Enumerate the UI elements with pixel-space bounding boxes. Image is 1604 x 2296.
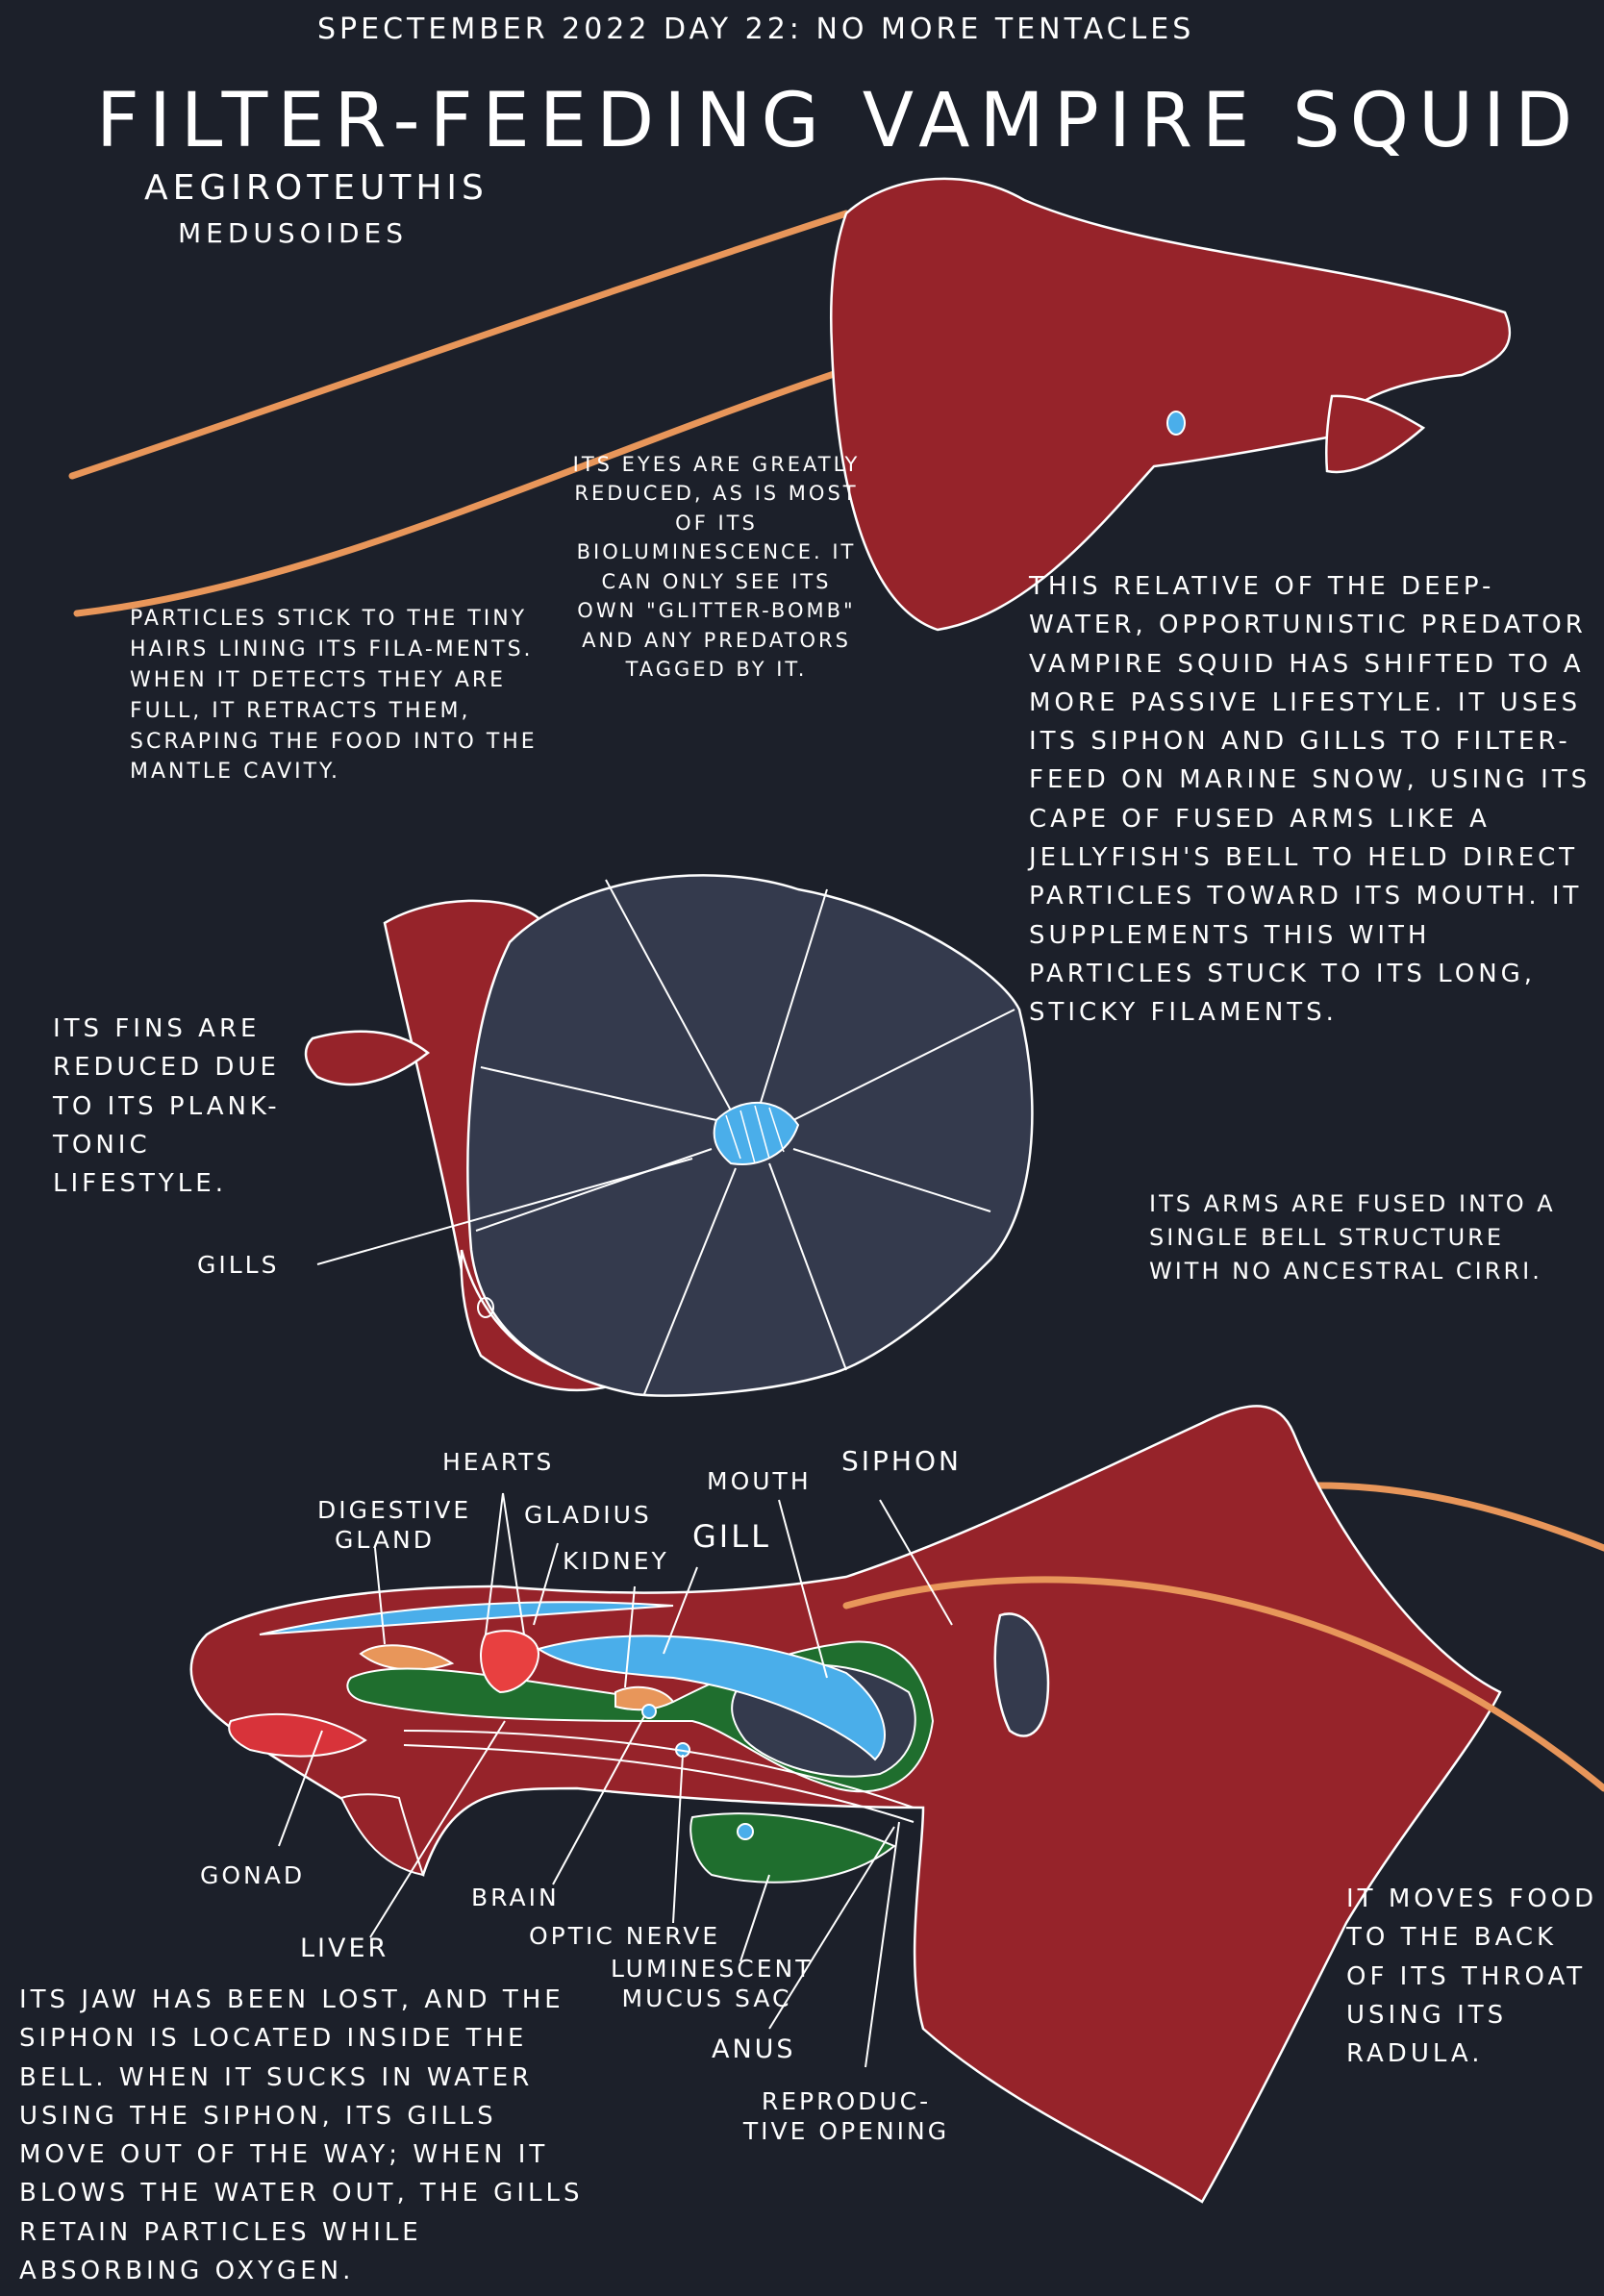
arms-note: Its arms are fused into a single bell st… (1149, 1190, 1556, 1285)
front-lower-body (460, 1249, 616, 1392)
page-title: Filter-feeding Vampire Squid (96, 78, 1583, 164)
cross-section-squid (189, 1405, 1604, 2204)
front-eye (477, 1297, 494, 1318)
label-gill: Gill (692, 1518, 771, 1555)
label-optic-nerve: Optic nerve (529, 1922, 721, 1950)
gonad (228, 1712, 367, 1758)
gill-plume (536, 1635, 886, 1761)
central-gills (713, 1101, 800, 1165)
label-gills: Gills (197, 1251, 280, 1279)
relative-note: This relative of the deep-water, opportu… (1029, 572, 1591, 1028)
side-view-squid (68, 177, 1512, 632)
sac-node (737, 1823, 754, 1840)
side-filament-upper (68, 210, 850, 480)
label-siphon: Siphon (841, 1445, 962, 1477)
fins-note: Its fins are reduced due to its plank-to… (53, 1014, 281, 1199)
kidney (614, 1685, 675, 1711)
pointer-lines (278, 1492, 953, 2068)
species-name: Medusoides (178, 217, 408, 249)
luminescent-sac (689, 1812, 896, 1884)
side-body (829, 177, 1512, 632)
particles-note: Particles stick to the tiny hairs lining… (130, 607, 538, 785)
label-gladius: Gladius (524, 1501, 652, 1529)
label-hearts: Hearts (442, 1448, 555, 1476)
page-header: Spectember 2022 Day 22: No More Tentacle… (317, 12, 1195, 46)
cross-filament-back (1314, 1482, 1604, 1552)
eyes-note: Its eyes are greatly reduced, as is most… (572, 453, 861, 682)
jaw-note: Its jaw has been lost, and the siphon is… (19, 1985, 584, 2286)
side-fin (1324, 394, 1426, 474)
front-view-squid (304, 874, 1034, 1397)
digestive-gland (359, 1644, 455, 1671)
siphon-tube (993, 1612, 1050, 1737)
label-gonad: Gonad (200, 1861, 306, 1889)
label-anus: Anus (712, 2034, 796, 2064)
genus-name: Aegiroteuthis (144, 168, 489, 208)
label-digestive-gland: Digestive gland (317, 1496, 472, 1555)
gladius (259, 1601, 674, 1635)
label-liver: Liver (300, 1934, 389, 1963)
label-mouth: Mouth (707, 1467, 812, 1495)
hearts (480, 1630, 540, 1694)
label-reproductive-opening: Reproduc-tive opening (742, 2087, 950, 2146)
label-brain: Brain (471, 1884, 560, 1911)
label-kidney: Kidney (563, 1547, 669, 1575)
food-note: It moves food to the back of its throat … (1346, 1884, 1598, 2069)
front-fin (304, 1030, 431, 1086)
cross-fin (339, 1793, 425, 1877)
label-luminescent-mucus-sac: Luminescent mucus sac (611, 1955, 814, 2013)
brain (641, 1704, 657, 1719)
side-eye (1166, 411, 1186, 436)
cross-filament-front (842, 1576, 1604, 1792)
